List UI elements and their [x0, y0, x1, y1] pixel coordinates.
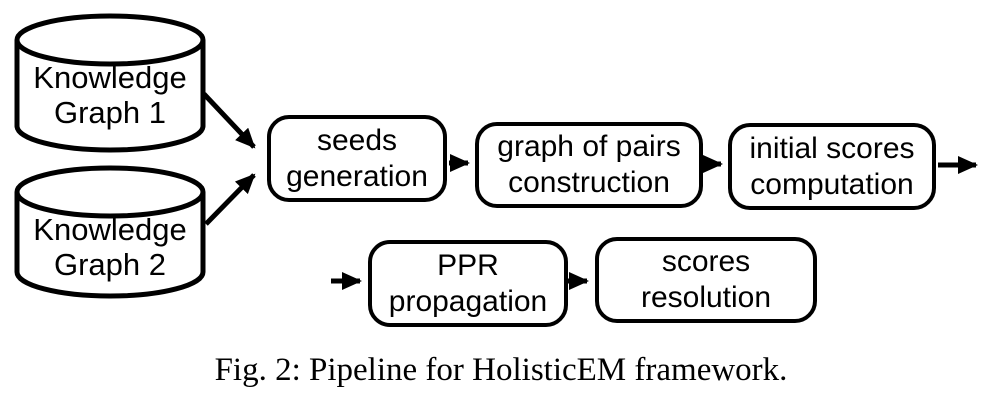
stage-ppr-propagation: PPR propagation	[368, 240, 568, 327]
stage-scores-resolution-line2: resolution	[640, 281, 772, 314]
knowledge-graph-2-label-line2: Graph 2	[53, 247, 166, 282]
knowledge-graph-1-label-line1: Knowledge	[33, 60, 187, 95]
stage-graph-of-pairs-construction: graph of pairs construction	[475, 122, 703, 208]
arrow-kg2-to-seeds	[204, 173, 256, 226]
database-cylinder-1-icon	[14, 13, 206, 153]
stage-seeds-generation: seeds generation	[267, 115, 447, 202]
stage-scores-resolution: scores resolution	[595, 237, 817, 323]
stage-scores-resolution-line1: scores	[661, 245, 751, 278]
stage-seeds-generation-line1: seeds	[316, 123, 398, 157]
arrow-kg1-to-seeds	[202, 92, 256, 149]
knowledge-graph-2-label-line1: Knowledge	[33, 212, 187, 247]
stage-seeds-generation-line2: generation	[286, 159, 428, 193]
stage-ppr-propagation-line2: propagation	[388, 284, 548, 318]
stage-initial-scores-computation: initial scores computation	[728, 123, 936, 210]
knowledge-graph-1-label: Knowledge Graph 1	[17, 60, 203, 130]
stage-initial-scores-computation-line2: computation	[750, 167, 914, 201]
knowledge-graph-1-label-line2: Graph 1	[53, 95, 166, 130]
stage-graph-of-pairs-construction-line2: construction	[508, 166, 670, 199]
knowledge-graph-2-label: Knowledge Graph 2	[17, 212, 203, 282]
stage-initial-scores-computation-line1: initial scores	[749, 131, 915, 165]
stage-ppr-propagation-line1: PPR	[437, 248, 499, 282]
database-cylinder-2-icon	[14, 165, 206, 299]
figure-caption: Fig. 2: Pipeline for HolisticEM framewor…	[214, 352, 788, 388]
stage-graph-of-pairs-construction-line1: graph of pairs	[497, 130, 681, 163]
